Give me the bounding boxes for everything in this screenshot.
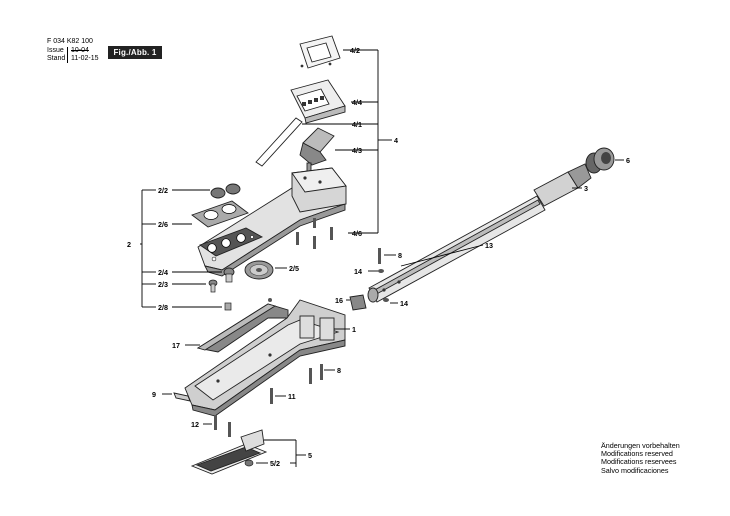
callout-5-2: 5/2: [270, 459, 280, 468]
callout-6: 6: [626, 156, 630, 165]
end-cap-part: [585, 147, 615, 174]
note-line: Änderungen vorbehalten: [601, 441, 680, 450]
callout-13: 13: [485, 241, 493, 250]
circuit-board-part: [196, 303, 289, 353]
callout-11: 11: [288, 392, 296, 401]
speaker-part: [244, 260, 274, 302]
note-line: Salvo modificaciones: [601, 465, 669, 475]
callout-labels: 4/2 4/4 4/1 4/3 4 4/6 6 3 2/2 2/6 2 2/4 …: [127, 46, 630, 468]
callout-3: 3: [584, 184, 588, 193]
housing-screws-part: [296, 218, 333, 249]
header-bracket: [67, 47, 70, 63]
display-module-part: [290, 79, 346, 124]
stand-label: Stand: [47, 55, 66, 62]
knob-pair-part: [210, 183, 241, 199]
mounting-bracket-part: [190, 429, 268, 475]
note-line: Modifications reserved: [601, 449, 673, 459]
leader-lines: [140, 49, 624, 467]
switch-parts: [208, 267, 235, 293]
battery-cover-part: [299, 127, 335, 172]
ribbon-strip-part: [255, 117, 303, 167]
issue-label: Issue: [47, 47, 64, 54]
callout-2-2: 2/2: [158, 186, 168, 195]
housing-top-part: [197, 167, 347, 277]
callout-8-bottom: 8: [337, 366, 341, 375]
clip-part: [173, 392, 191, 402]
issue-value: 10-04: [71, 47, 89, 54]
callout-4-2: 4/2: [350, 46, 360, 55]
part-number: F 034 K82 100: [47, 38, 93, 45]
callout-4: 4: [394, 136, 398, 145]
callout-2-4: 2/4: [158, 268, 168, 277]
housing-bottom-part: [184, 299, 346, 417]
callout-12: 12: [191, 420, 199, 429]
callout-2-6: 2/6: [158, 220, 168, 229]
callout-17: 17: [172, 341, 180, 350]
callout-1: 1: [352, 325, 356, 334]
lower-screws-part: [214, 364, 323, 437]
callout-4-1: 4/1: [352, 120, 362, 129]
callout-4-6: 4/6: [352, 229, 362, 238]
modification-notes: Änderungen vorbehalten Modifications res…: [601, 441, 680, 475]
tube-small-parts: [349, 248, 389, 311]
callout-2: 2: [127, 240, 131, 249]
callout-14-left: 14: [354, 267, 362, 276]
callout-2-5: 2/5: [289, 264, 299, 273]
callout-9: 9: [152, 390, 156, 399]
display-bezel-part: [299, 35, 341, 69]
stand-value: 11-02-15: [71, 55, 99, 62]
callout-4-3: 4/3: [352, 146, 362, 155]
callout-5: 5: [308, 451, 312, 460]
tube-part: [367, 195, 546, 303]
callout-14-right: 14: [400, 299, 408, 308]
callout-4-4: 4/4: [352, 98, 362, 107]
callout-16: 16: [335, 296, 343, 305]
tube-end-part: [533, 163, 592, 207]
figure-badge: Fig./Abb. 1: [108, 46, 162, 59]
callout-2-3: 2/3: [158, 280, 168, 289]
note-line: Modifications reservees: [601, 457, 677, 467]
callout-2-8: 2/8: [158, 303, 168, 312]
small-plug-part: [224, 302, 232, 311]
callout-8-top: 8: [398, 251, 402, 260]
keypad-membrane-part: [191, 200, 249, 228]
